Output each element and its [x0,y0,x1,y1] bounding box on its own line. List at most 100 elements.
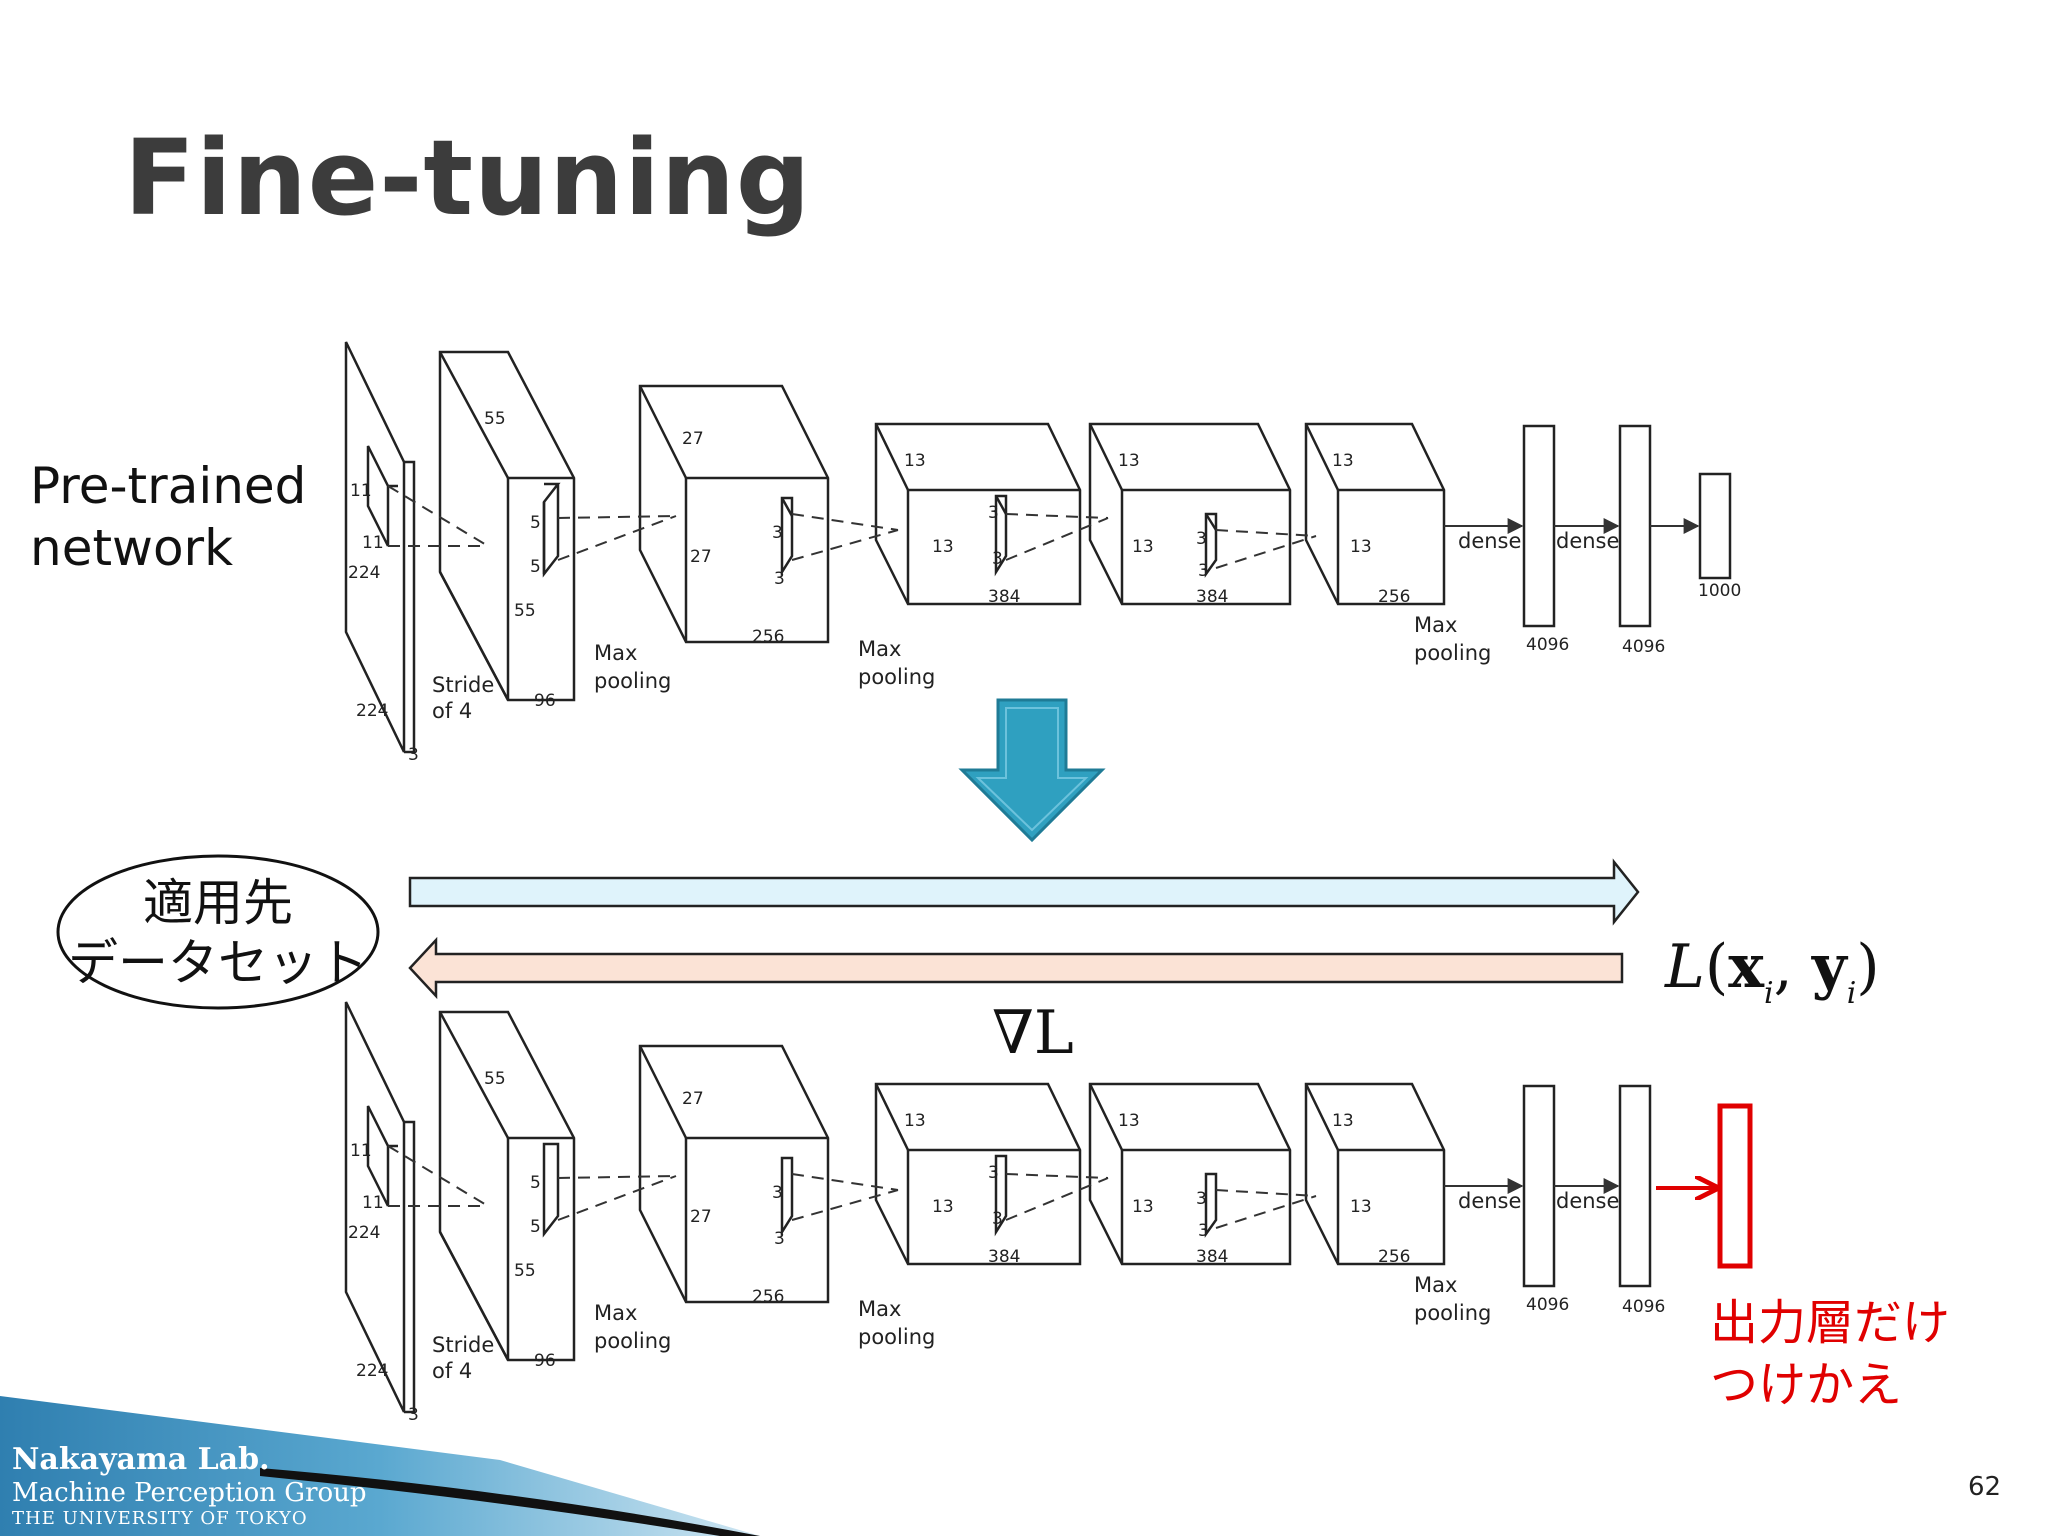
network-dim-label-c256: 256 [752,1287,784,1307]
network-dim-label-s13: 13 [1332,451,1354,471]
network-dim-label-s55: 55 [514,1261,536,1281]
network-dim-label-s13: 13 [1118,451,1140,471]
network-dim-label-c256: 256 [1378,587,1410,607]
network-dim-label-max: Max [858,637,901,661]
network-dim-label-kernel3: 3 [992,1209,1003,1229]
network-dim-label-kernel2: 5 [530,557,541,577]
footer-group-name: Machine Perception Group [12,1478,367,1508]
loss-function-label: L(xi, yi) [1665,932,1880,1011]
network-dim-label-d4096: 4096 [1526,1295,1569,1315]
page-number: 62 [1968,1472,2002,1502]
network-dim-label-s13: 13 [1350,537,1372,557]
loss-x-subscript: i [1764,976,1774,1011]
network-dim-label-input_size: 224 [356,701,388,721]
network-dim-label-dense: dense [1556,529,1619,553]
target-dataset-label: 適用先 データセット [60,858,376,1008]
network-dim-label-c384: 384 [988,1247,1020,1267]
network-dim-label-max: Max [858,1297,901,1321]
network-dim-label-stride: Stride [432,673,494,697]
network-dim-label-s27: 27 [690,547,712,567]
network-dim-label-pooling: pooling [594,669,671,693]
footer-university: THE UNIVERSITY OF TOKYO [12,1508,308,1529]
network-dim-label-s13: 13 [904,451,926,471]
network-dim-label-stride_of: of 4 [432,699,472,723]
network-dim-label-s13: 13 [1118,1111,1140,1131]
network-dim-label-kernel1: 11 [350,1141,372,1161]
network-dim-label-d4096: 4096 [1622,1297,1665,1317]
network-dim-label-max: Max [1414,1273,1457,1297]
network-dim-label-kernel3: 3 [988,1163,999,1183]
loss-comma: , [1773,932,1812,1002]
network-dim-label-c384: 384 [1196,1247,1228,1267]
network-dim-label-max: Max [1414,613,1457,637]
network-dim-label-dense: dense [1458,1189,1521,1213]
network-dim-label-s13: 13 [932,1197,954,1217]
network-dim-label-kernel2: 5 [530,513,541,533]
network-dim-label-max: Max [594,1301,637,1325]
network-dim-label-kernel1: 11 [350,481,372,501]
network-dim-label-s27: 27 [690,1207,712,1227]
receptive-field-lines [387,485,1317,569]
network-dim-label-kernel3: 3 [774,569,785,589]
conv5-layer [1304,422,1446,606]
network-dim-label-c96: 96 [534,1351,556,1371]
network-dim-label-s13: 13 [932,537,954,557]
network-dim-label-kernel3: 3 [992,549,1003,569]
network-dim-label-pooling: pooling [1414,641,1491,665]
replace-output-layer-note: 出力層だけ つけかえ [1710,1292,1950,1416]
pretrained-label-line1: Pre-trained [30,457,307,515]
new-output-layer [1717,1103,1753,1269]
forward-pass-arrow [408,858,1640,926]
network-dim-label-input_size: 224 [348,563,380,583]
network-dim-label-input_channels: 3 [408,745,419,765]
network-dim-label-s13: 13 [1132,537,1154,557]
network-dim-label-c256: 256 [752,627,784,647]
network-dim-label-s13: 13 [904,1111,926,1131]
network-dim-label-max: Max [594,641,637,665]
loss-close-paren: ) [1856,932,1880,1002]
replace-note-line2: つけかえ [1710,1357,1903,1413]
network-dim-label-kernel3: 3 [988,503,999,523]
network-dim-label-stride_of: of 4 [432,1359,472,1383]
conv4-layer [1088,422,1292,606]
network-dim-label-dense: dense [1556,1189,1619,1213]
transfer-down-arrow [958,698,1106,843]
network-dim-label-dense: dense [1458,529,1521,553]
network-dim-label-s27: 27 [682,429,704,449]
finetuned-network-diagram [344,1001,1652,1414]
network-dim-label-input_size: 224 [356,1361,388,1381]
network-dim-label-kernel3: 3 [774,1229,785,1249]
network-dim-label-pooling: pooling [594,1329,671,1353]
conv2-layer [638,384,830,644]
pretrained-network-label: Pre-trained network [30,455,306,579]
network-dim-label-kernel2: 5 [530,1173,541,1193]
network-dim-label-pooling: pooling [1414,1301,1491,1325]
network-dim-label-s55: 55 [484,1069,506,1089]
slide-title: Fine-tuning [124,117,812,239]
transfer-down-arrow-highlight [975,707,1089,832]
network-dim-label-c384: 384 [988,587,1020,607]
network-dim-label-out1000: 1000 [1698,581,1741,601]
loss-open-paren: ( [1704,932,1729,1002]
loss-symbol: L [1665,932,1705,1002]
network-dim-label-kernel3: 3 [772,523,783,543]
network-dim-label-s55: 55 [514,601,536,621]
dataset-label-line2: データセット [68,934,368,992]
gradient-label: ∇L [992,998,1074,1068]
network-dim-label-kernel3: 3 [1198,1221,1209,1241]
network-dim-label-pooling: pooling [858,665,935,689]
pretrained-label-line2: network [30,519,234,577]
loss-x: x [1728,932,1765,1002]
network-dim-label-kernel1: 11 [362,533,384,553]
network-dim-label-pooling: pooling [858,1325,935,1349]
network-dim-label-s13: 13 [1332,1111,1354,1131]
backward-pass-arrow [408,936,1624,1000]
network-dim-label-input_channels: 3 [408,1405,419,1425]
pretrained-network-diagram [344,341,1732,754]
network-dim-label-c256: 256 [1378,1247,1410,1267]
dataset-label-line1: 適用先 [143,874,293,932]
dense-layers [1522,424,1732,628]
network-dim-label-kernel3: 3 [1196,529,1207,549]
network-dim-label-kernel3: 3 [772,1183,783,1203]
network-dim-label-kernel1: 11 [362,1193,384,1213]
